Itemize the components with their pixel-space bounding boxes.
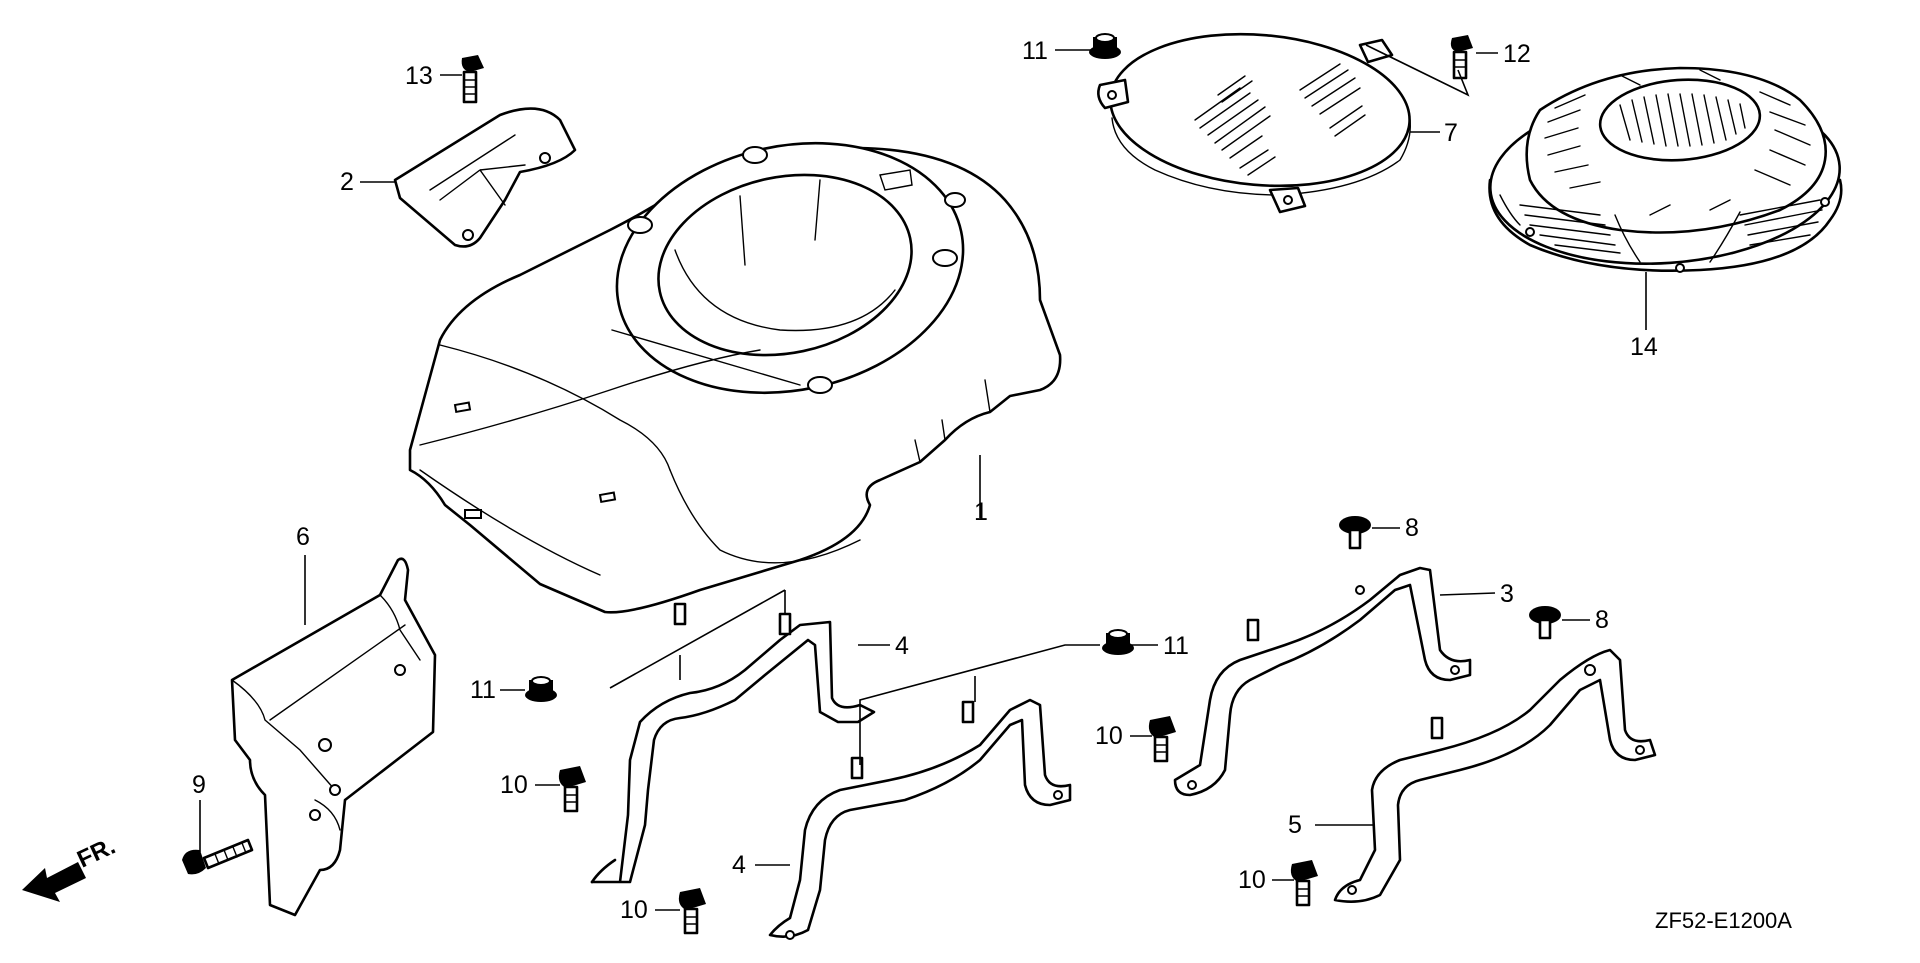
callout-4-upper: 4 <box>895 632 909 660</box>
leader-lines <box>199 44 1647 911</box>
callout-1: 1 <box>974 498 988 526</box>
fan-cover-stay-part-4-lower[interactable] <box>768 698 1072 940</box>
callout-10-d: 10 <box>1238 866 1266 894</box>
deflector-part-6[interactable] <box>230 557 437 917</box>
callout-8-top: 8 <box>1405 514 1419 542</box>
callout-11-left: 11 <box>470 676 496 704</box>
callout-2: 2 <box>340 168 354 196</box>
callout-10-a: 10 <box>500 771 528 799</box>
bolt-part-10-a[interactable] <box>558 766 586 813</box>
bolt-part-8-right[interactable] <box>1529 606 1561 640</box>
callout-9: 9 <box>192 771 206 799</box>
callout-4-lower: 4 <box>732 851 746 879</box>
flange-nut-part-11-left[interactable] <box>525 676 557 702</box>
front-arrow-icon <box>22 862 86 902</box>
recoil-starter-part-14[interactable] <box>1484 66 1845 275</box>
callout-10-b: 10 <box>1095 722 1123 750</box>
fan-cover-stay-part-5[interactable] <box>1333 648 1657 903</box>
bolt-part-10-d[interactable] <box>1290 860 1318 907</box>
callout-6: 6 <box>296 523 310 551</box>
fan-cover-part-1[interactable] <box>408 112 1062 614</box>
shroud-plate-part-2[interactable] <box>393 107 577 248</box>
callout-3: 3 <box>1500 580 1514 608</box>
callout-13: 13 <box>405 62 433 90</box>
callout-labels: 13 2 1 11 12 7 14 8 8 3 6 9 11 4 11 10 1… <box>192 37 1792 933</box>
fan-cover-stay-part-4-upper[interactable] <box>590 602 876 884</box>
callout-10-c: 10 <box>620 896 648 924</box>
bolt-part-10-b[interactable] <box>1148 716 1176 763</box>
bolt-part-8-top[interactable] <box>1339 516 1371 550</box>
callout-11-top: 11 <box>1022 37 1048 65</box>
fan-cover-stay-part-3[interactable] <box>1173 566 1472 797</box>
callout-12: 12 <box>1503 40 1531 68</box>
bolt-part-13[interactable] <box>461 55 484 104</box>
callout-11-right: 11 <box>1163 632 1189 660</box>
bolt-part-10-c[interactable] <box>678 888 706 935</box>
bolt-part-9[interactable] <box>182 838 254 875</box>
bolt-part-12[interactable] <box>1450 35 1473 80</box>
callout-14: 14 <box>1630 333 1658 361</box>
callout-7: 7 <box>1444 119 1458 147</box>
callout-8-right: 8 <box>1595 606 1609 634</box>
callout-5: 5 <box>1288 811 1302 839</box>
front-direction-indicator: FR. <box>22 833 120 902</box>
flange-nut-part-11-right[interactable] <box>1102 629 1134 655</box>
flange-nut-part-11-top[interactable] <box>1089 33 1121 59</box>
diagram-code: ZF52-E1200A <box>1655 908 1792 933</box>
starter-cover-part-7[interactable] <box>1097 22 1416 214</box>
